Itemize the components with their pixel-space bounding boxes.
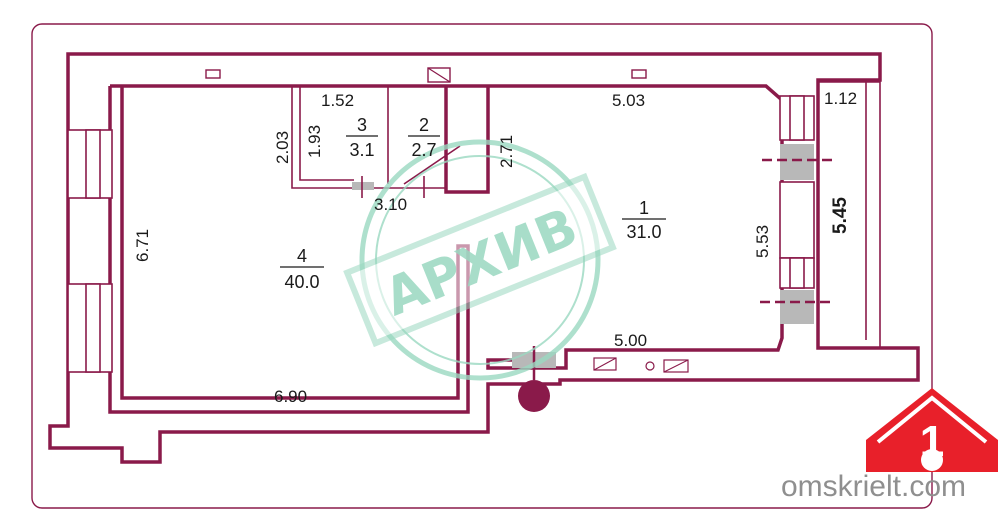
- room-number: 1: [639, 198, 649, 218]
- fixture-2: [645, 361, 655, 371]
- dim-5-45: 5.45: [830, 197, 851, 234]
- house-icon: 1: [866, 388, 998, 472]
- gray-block-4: [352, 182, 374, 190]
- dim-1-52: 1.52: [321, 91, 354, 110]
- riser-icon: [518, 380, 550, 412]
- room-2-label: 2 2.7: [408, 115, 440, 160]
- right-duct: [818, 81, 881, 348]
- gray-block-1: [780, 144, 814, 180]
- room-area: 31.0: [626, 222, 661, 242]
- vent-3: [631, 69, 647, 79]
- dim-2-03: 2.03: [273, 131, 292, 164]
- room-3-inner: [299, 86, 354, 181]
- dim-6-90: 6.90: [274, 387, 307, 406]
- gray-block-2: [780, 290, 814, 324]
- room-3-partition: [291, 86, 446, 189]
- room-4-label: 4 40.0: [280, 246, 324, 292]
- fixture-3-diag: [663, 359, 689, 373]
- room-1-label: 1 31.0: [622, 198, 666, 242]
- room-area: 40.0: [284, 272, 319, 292]
- dim-5-00: 5.00: [614, 331, 647, 350]
- site-url: omskrielt.com: [781, 470, 966, 503]
- dim-5-53: 5.53: [753, 225, 772, 258]
- door-swing: [403, 145, 461, 185]
- left-windows: [67, 129, 113, 373]
- room-number: 3: [357, 115, 367, 135]
- right-windows: [779, 95, 815, 289]
- sheet-frame: [31, 23, 933, 509]
- dim-6-71: 6.71: [133, 229, 152, 262]
- room-number: 2: [419, 115, 429, 135]
- vent-1: [205, 69, 221, 79]
- outer-wall: [48, 52, 920, 464]
- dim-2-71: 2.71: [497, 135, 516, 168]
- logo-digit: 1: [920, 417, 944, 466]
- room-area: 2.7: [411, 140, 436, 160]
- dim-5-03: 5.03: [612, 91, 645, 110]
- room-2-wall: [444, 86, 490, 194]
- room-number: 4: [297, 246, 307, 266]
- vent-2-diag: [427, 67, 451, 83]
- room-area: 3.1: [349, 140, 374, 160]
- dim-1-12: 1.12: [824, 89, 857, 108]
- fixture-1-diag: [593, 357, 617, 371]
- room-3-label: 3 3.1: [346, 115, 378, 160]
- dim-3-10: 3.10: [374, 195, 407, 214]
- dim-1-93: 1.93: [305, 125, 324, 158]
